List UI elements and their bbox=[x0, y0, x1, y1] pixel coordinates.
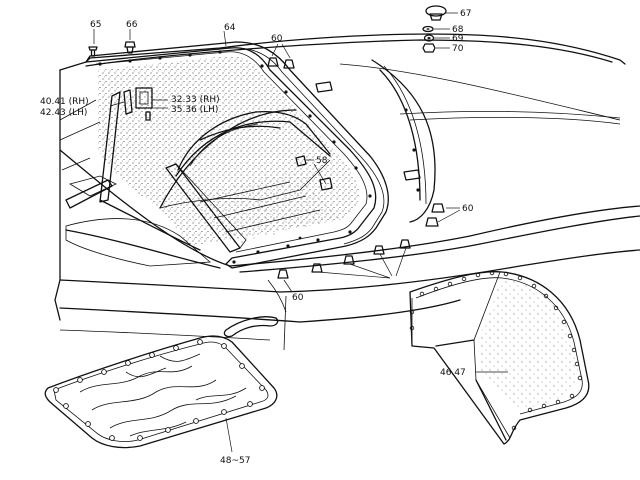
callout-labels: 65 66 64 60 67 68 69 70 40.41 (RH) 42.43… bbox=[40, 9, 474, 466]
callout-60-bottom: 60 bbox=[292, 293, 304, 303]
callout-58: 58 bbox=[316, 156, 328, 166]
fastener-66 bbox=[124, 41, 136, 54]
callout-48-57: 48~57 bbox=[220, 456, 250, 466]
callout-35-36: 35.36 (LH) bbox=[171, 105, 218, 115]
fastener-65 bbox=[88, 46, 98, 57]
callout-60-top: 60 bbox=[271, 34, 283, 44]
fastener-60-top bbox=[267, 57, 295, 69]
boot-handle bbox=[223, 279, 287, 351]
callout-40-41: 40.41 (RH) bbox=[40, 97, 89, 107]
callout-65: 65 bbox=[90, 20, 101, 30]
fastener-60-bottom bbox=[277, 239, 411, 279]
knob-67 bbox=[425, 5, 447, 21]
callout-68: 68 bbox=[452, 25, 464, 35]
clip-58 bbox=[295, 155, 333, 191]
frame-rivets bbox=[98, 50, 420, 264]
callout-66: 66 bbox=[126, 20, 138, 30]
bracket-32-35 bbox=[123, 87, 153, 121]
car-body bbox=[54, 33, 640, 341]
side-liner-46-47 bbox=[409, 271, 590, 445]
side-liner-rivets bbox=[409, 270, 583, 431]
callout-42-43: 42.43 (LH) bbox=[40, 108, 87, 118]
boot-opening-frame bbox=[85, 41, 427, 269]
floor-mat-snaps bbox=[53, 339, 265, 441]
fastener-60-right bbox=[425, 203, 445, 227]
washer-69 bbox=[423, 34, 435, 42]
buffer-pad bbox=[315, 81, 421, 181]
nut-70 bbox=[422, 43, 436, 53]
callout-67: 67 bbox=[460, 9, 471, 19]
leader-lines bbox=[93, 12, 508, 453]
boot-interior bbox=[59, 55, 360, 267]
floor-mat-48-57 bbox=[44, 335, 278, 449]
callout-46-47: 46.47 bbox=[440, 368, 466, 378]
callout-60-right: 60 bbox=[462, 204, 474, 214]
callout-69: 69 bbox=[452, 34, 464, 44]
callout-32-33: 32.33 (RH) bbox=[171, 95, 220, 105]
callout-70: 70 bbox=[452, 44, 464, 54]
callout-64: 64 bbox=[224, 23, 236, 33]
washer-68 bbox=[422, 25, 434, 33]
